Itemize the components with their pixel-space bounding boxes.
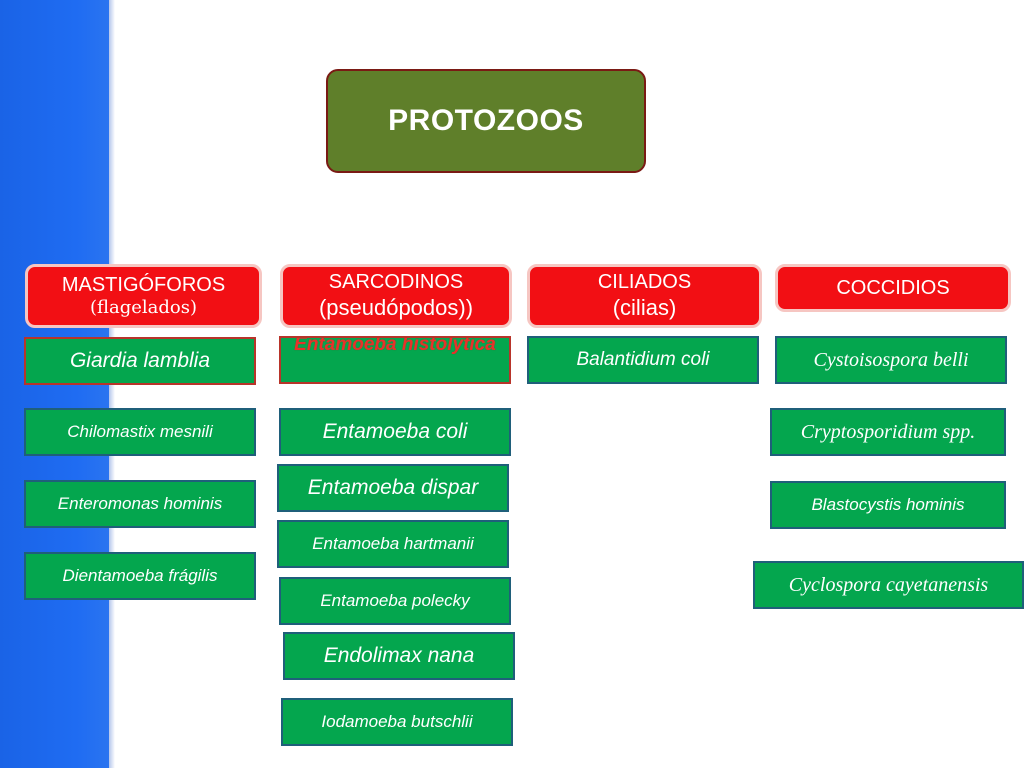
species-name: Enteromonas hominis (57, 494, 223, 513)
category-sublabel: (pseudópodos)) (318, 294, 474, 320)
species-name: Cryptosporidium spp. (800, 420, 976, 443)
title-box: PROTOZOOS (326, 69, 646, 173)
species-box: Entamoeba polecky (279, 577, 511, 625)
category-label: CILIADOS (597, 271, 692, 294)
species-name: Cystoisospora belli (813, 348, 969, 371)
species-box: Blastocystis hominis (770, 481, 1006, 529)
category-sublabel: (cilias) (612, 294, 677, 320)
species-name: Cyclospora cayetanensis (788, 573, 989, 596)
species-name: Entamoeba dispar (307, 476, 479, 499)
species-name: Entamoeba histolytica (294, 336, 496, 355)
category-mastigoforos: MASTIGÓFOROS (flagelados) (25, 264, 262, 328)
species-name: Entamoeba hartmanii (312, 534, 474, 553)
species-name: Entamoeba polecky (320, 591, 470, 610)
diagram-title: PROTOZOOS (388, 104, 584, 137)
species-box: Giardia lamblia (24, 337, 256, 385)
species-box: Dientamoeba frágilis (24, 552, 256, 600)
species-box: Entamoeba coli (279, 408, 511, 456)
species-box: Iodamoeba butschlii (281, 698, 513, 746)
category-label: COCCIDIOS (836, 276, 950, 299)
species-name: Entamoeba coli (322, 420, 468, 443)
category-sarcodinos: SARCODINOS (pseudópodos)) (280, 264, 512, 328)
species-box: Chilomastix mesnili (24, 408, 256, 456)
category-label: MASTIGÓFOROS (61, 273, 226, 296)
species-name: Balantidium coli (576, 349, 710, 370)
species-name: Giardia lamblia (69, 349, 211, 372)
species-name: Endolimax nana (323, 644, 475, 667)
species-box: Cyclospora cayetanensis (753, 561, 1024, 609)
species-box: Entamoeba hartmanii (277, 520, 509, 568)
species-name: Blastocystis hominis (811, 495, 965, 514)
species-box: Entamoeba histolytica (279, 336, 511, 384)
species-box: Cystoisospora belli (775, 336, 1007, 384)
category-sublabel: (flagelados) (89, 297, 198, 319)
category-coccidios: COCCIDIOS (775, 264, 1011, 312)
category-ciliados: CILIADOS (cilias) (527, 264, 762, 328)
species-box: Entamoeba dispar (277, 464, 509, 512)
species-box: Endolimax nana (283, 632, 515, 680)
species-box: Cryptosporidium spp. (770, 408, 1006, 456)
species-name: Dientamoeba frágilis (62, 566, 218, 585)
species-box: Enteromonas hominis (24, 480, 256, 528)
category-label: SARCODINOS (328, 271, 464, 294)
species-name: Chilomastix mesnili (67, 422, 213, 441)
species-box: Balantidium coli (527, 336, 759, 384)
species-name: Iodamoeba butschlii (321, 712, 473, 731)
